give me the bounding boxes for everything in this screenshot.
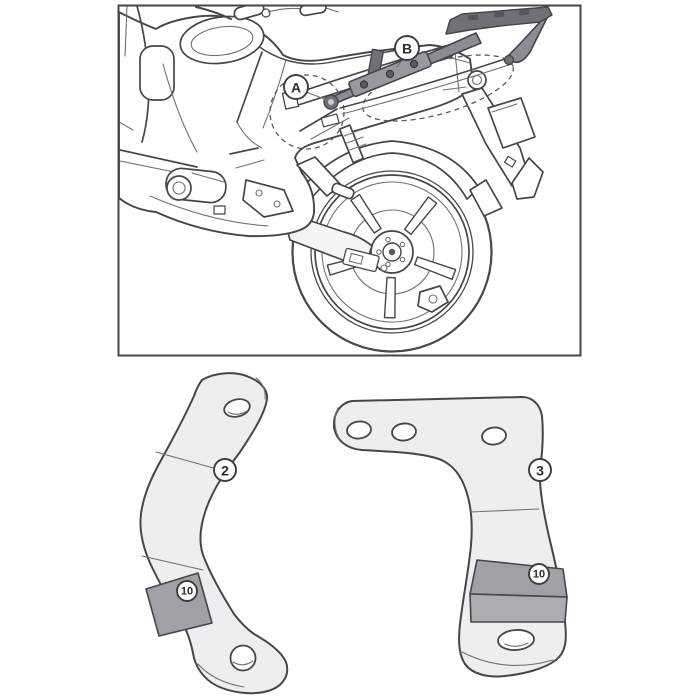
underbody-details [165, 108, 367, 218]
callout-a-leader [305, 91, 328, 101]
axle-dot [388, 248, 396, 256]
reflector [503, 155, 517, 168]
bracket-3-hole-3 [481, 426, 507, 446]
handlebar [195, 6, 339, 21]
shock [338, 124, 365, 164]
rack-assembly [323, 6, 553, 115]
passenger-peg [331, 182, 355, 200]
wheel-spokes [326, 193, 457, 319]
brake-caliper [417, 285, 449, 313]
dashed-guides [269, 54, 514, 150]
bracket-3-bend-line [469, 508, 540, 513]
bracket-2-outline [139, 372, 289, 695]
vent [320, 113, 340, 128]
tail-and-plate-hanger [442, 51, 544, 200]
grip [233, 6, 265, 21]
callout-b-circle [394, 35, 420, 61]
fender-flap [469, 179, 503, 217]
swingarm [287, 214, 449, 313]
muffler-cap [166, 175, 192, 201]
vent-small [213, 205, 226, 215]
callout-10-right: 10 [528, 563, 550, 585]
callout-10-left-circle [176, 580, 198, 602]
callout-a: A [283, 74, 309, 100]
hub-bolts [376, 236, 406, 268]
chain-adjuster [342, 247, 380, 273]
hub-inner [382, 242, 402, 262]
callout-10-right-label: 10 [533, 569, 545, 581]
callout-10-left: 10 [176, 580, 198, 602]
bracket-2-bend-line-1 [155, 451, 218, 470]
mount-bolts [359, 59, 419, 89]
bracket-3-pad-front [469, 593, 568, 623]
guide-ellipse-b [362, 54, 514, 122]
bracket-right-part-3: 3 10 [332, 396, 568, 678]
callout-2-label: 2 [221, 463, 229, 479]
rear-fender [296, 140, 503, 217]
callout-10-right-circle [528, 563, 550, 585]
callout-3-label: 3 [536, 463, 544, 479]
callout-10-left-label: 10 [181, 586, 193, 598]
callout-a-label: A [291, 80, 301, 96]
guide-circle-a [269, 74, 345, 150]
bracket-2-edge-thickness [255, 377, 266, 400]
license-plate [487, 97, 536, 149]
grip-right [299, 6, 327, 17]
footpeg-bracket [242, 179, 294, 218]
callout-3-circle [528, 458, 552, 482]
mud-flap-tip [511, 157, 544, 200]
callout-a-circle [283, 74, 309, 100]
bracket-left-part-2: 2 10 [139, 372, 289, 695]
rack-rear-bolt [503, 54, 515, 66]
tire-inner [310, 170, 474, 334]
body-seams [119, 6, 399, 227]
rack-end-boss-center [328, 99, 334, 105]
bracket-3-hole-1 [346, 420, 372, 440]
bike-frame-panel: A B [117, 4, 582, 357]
callout-b: B [394, 35, 420, 61]
grab-recess [139, 45, 175, 101]
bracket-3-hole-2 [391, 422, 417, 442]
bracket-2-bend-line-2 [141, 555, 204, 571]
callout-b-label: B [402, 41, 412, 57]
plate-notches [467, 9, 530, 21]
callout-2: 2 [213, 458, 237, 482]
rack-rear-support [507, 15, 549, 64]
callout-2-circle [213, 458, 237, 482]
bracket-3-foot-thickness [461, 651, 554, 666]
bracket-2-foot-thickness [197, 663, 245, 688]
bracket-2-bottom-hole [229, 644, 257, 672]
callout-3: 3 [528, 458, 552, 482]
bracket-3-cap-thickness [334, 407, 339, 437]
